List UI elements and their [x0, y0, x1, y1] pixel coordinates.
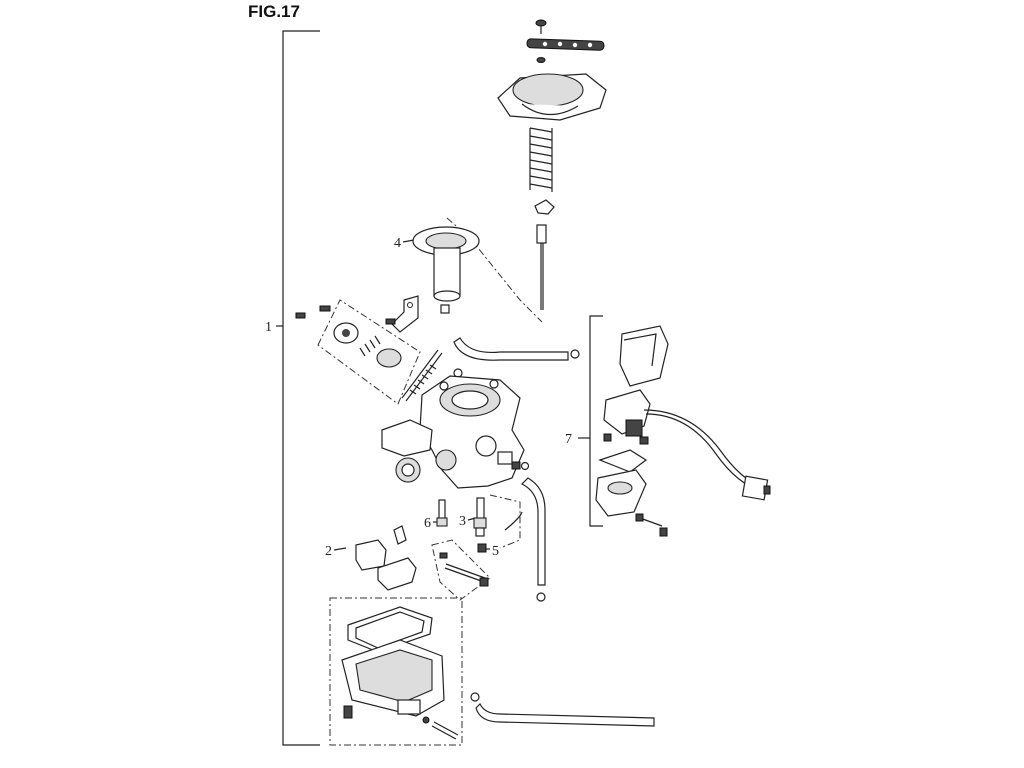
assembly-group	[317, 299, 421, 405]
adjust-spring	[359, 335, 381, 357]
top-screw-icon	[535, 19, 547, 34]
bowl-gasket	[347, 606, 433, 653]
choke-gasket	[598, 449, 648, 473]
choke-housing	[595, 469, 647, 517]
callout-1: 1	[265, 320, 272, 335]
vacuum-spring	[529, 127, 553, 192]
svg-text:3: 3	[459, 514, 466, 529]
svg-text:1: 1	[265, 320, 272, 335]
drain-hose	[520, 477, 546, 602]
float-bowl	[341, 639, 445, 717]
float-needle	[393, 525, 407, 545]
main-group-bracket	[276, 30, 320, 746]
screw-icon	[385, 318, 396, 325]
clip-icon	[504, 511, 523, 531]
float-bowl-group	[329, 597, 463, 746]
pilot-jet	[436, 499, 448, 527]
adjust-knob	[376, 348, 402, 368]
assembly-group	[431, 539, 491, 601]
choke-cover	[619, 325, 669, 387]
carburetor-body	[381, 375, 525, 489]
main-jet	[473, 497, 487, 537]
svg-text:7: 7	[565, 432, 572, 447]
needle-retainer	[534, 199, 555, 215]
assembly-line	[489, 494, 521, 549]
idle-screw	[401, 349, 443, 402]
screw-icon	[635, 513, 668, 537]
vacuum-piston	[412, 226, 480, 314]
carburetor-top-cover	[497, 73, 607, 121]
callout-7: 7	[565, 432, 572, 447]
svg-text:2: 2	[325, 544, 332, 559]
callout-4: 4	[394, 236, 415, 251]
float	[355, 539, 417, 591]
vent-hose	[453, 337, 580, 378]
figure-title: FIG.17	[248, 2, 300, 21]
choke-group-bracket	[578, 315, 603, 527]
mounting-bracket	[391, 295, 419, 333]
pilot-screw	[439, 552, 489, 587]
connector-icon	[741, 475, 771, 501]
svg-text:6: 6	[424, 516, 431, 531]
svg-text:4: 4	[394, 236, 401, 251]
jet-needle	[536, 224, 547, 310]
needle-jet	[477, 543, 487, 553]
screw-icon	[295, 305, 331, 319]
svg-text:5: 5	[492, 544, 499, 559]
screw-icon	[536, 57, 546, 63]
screw-icon	[343, 705, 353, 719]
callout-2: 2	[325, 544, 347, 559]
callout-6: 6	[424, 516, 438, 531]
drain-screw	[422, 716, 459, 740]
throttle-stop-plate	[333, 322, 359, 344]
screw-icon	[603, 433, 649, 445]
overflow-hose	[470, 692, 655, 727]
screw-icon	[511, 461, 521, 470]
clamp-ring	[520, 461, 530, 471]
retainer-plate	[526, 38, 605, 51]
auto-choke-unit	[603, 389, 651, 437]
